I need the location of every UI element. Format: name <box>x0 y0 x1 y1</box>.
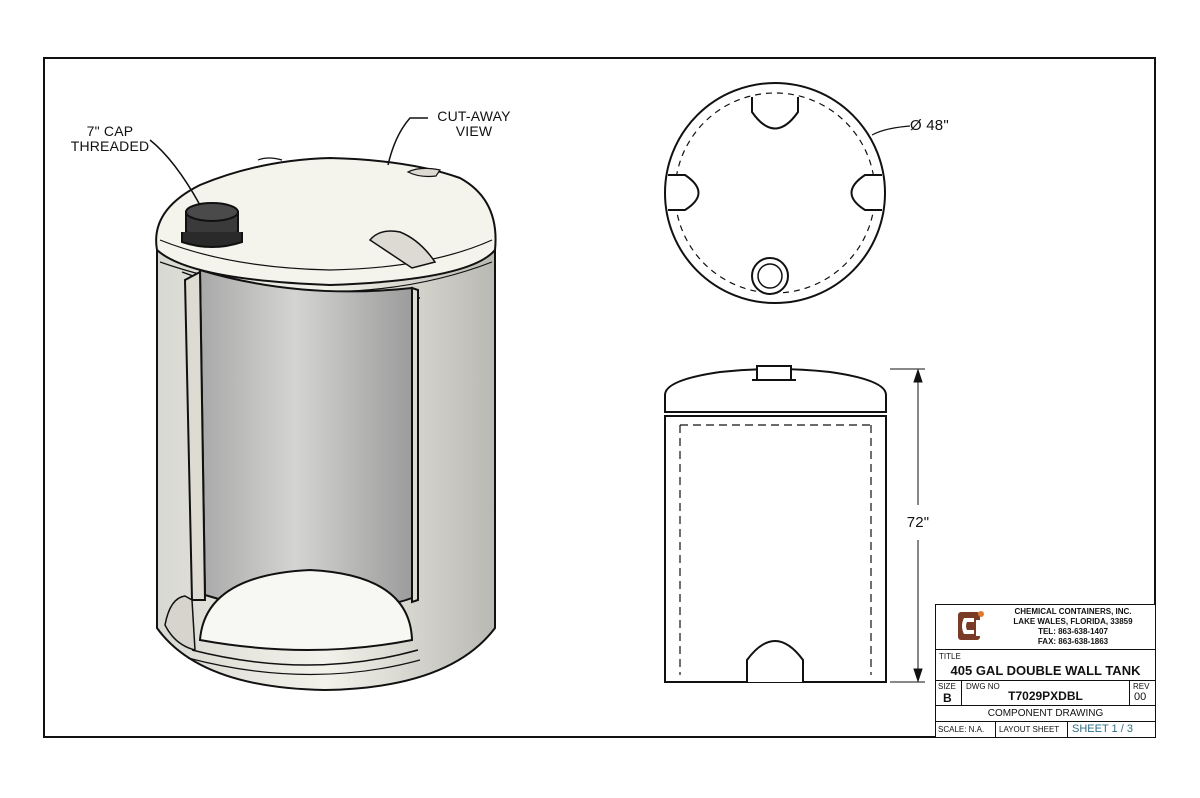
cap-label-line2: THREADED <box>70 138 150 154</box>
size-cell: SIZE B <box>936 681 962 705</box>
cap-label-line1: 7" CAP <box>86 123 134 139</box>
rev-caption: REV <box>1133 682 1150 691</box>
company-tel: TEL: 863-638-1407 <box>1038 627 1108 636</box>
drawing-title: 405 GAL DOUBLE WALL TANK <box>950 663 1141 678</box>
height-label: 72" <box>906 514 930 531</box>
title-caption: TITLE <box>939 652 961 661</box>
scale-value: SCALE: N.A. <box>938 725 985 734</box>
sheet-row: SCALE: N.A. LAYOUT SHEET SHEET 1 / 3 <box>936 722 1155 737</box>
drawing-type: COMPONENT DRAWING <box>987 708 1104 719</box>
cutaway-label-line2: VIEW <box>455 123 493 139</box>
company-logo-icon <box>958 611 984 640</box>
company-name: CHEMICAL CONTAINERS, INC. <box>1014 607 1132 616</box>
top-view <box>664 82 911 304</box>
dwg-cell: DWG NO T7029PXDBL <box>962 681 1130 705</box>
company-row: CHEMICAL CONTAINERS, INC. LAKE WALES, FL… <box>936 605 1155 650</box>
rev-value: 00 <box>1134 691 1147 703</box>
threaded-cap-icon <box>181 202 243 248</box>
dwg-number: T7029PXDBL <box>1008 689 1083 703</box>
dwg-row: SIZE B DWG NO T7029PXDBL REV 00 <box>936 681 1155 706</box>
title-block: CHEMICAL CONTAINERS, INC. LAKE WALES, FL… <box>935 604 1156 738</box>
sheet-cell: SHEET 1 / 3 <box>1068 722 1155 737</box>
company-fax: FAX: 863-638-1863 <box>1037 637 1109 646</box>
layout-value: LAYOUT SHEET <box>999 725 1060 734</box>
cutaway-tank <box>149 117 497 692</box>
company-address: LAKE WALES, FLORIDA, 33859 <box>1013 617 1133 626</box>
inner-wall <box>198 268 413 614</box>
top-view-cap-icon <box>751 257 789 295</box>
rev-cell: REV 00 <box>1130 681 1155 705</box>
cutaway-label-line1: CUT-AWAY <box>437 108 511 124</box>
front-view <box>664 365 925 683</box>
title-row: TITLE 405 GAL DOUBLE WALL TANK <box>936 650 1155 681</box>
size-value: B <box>943 691 952 705</box>
dwg-caption: DWG NO <box>966 682 1000 691</box>
diameter-label: Ø 48" <box>910 117 949 134</box>
sheet-value: SHEET 1 / 3 <box>1072 723 1133 735</box>
drawing-border <box>43 57 1156 738</box>
size-caption: SIZE <box>938 682 956 691</box>
layout-cell: LAYOUT SHEET <box>996 722 1068 737</box>
drawing-type-row: COMPONENT DRAWING <box>936 706 1155 722</box>
scale-cell: SCALE: N.A. <box>936 722 996 737</box>
inner-floor <box>198 568 414 651</box>
